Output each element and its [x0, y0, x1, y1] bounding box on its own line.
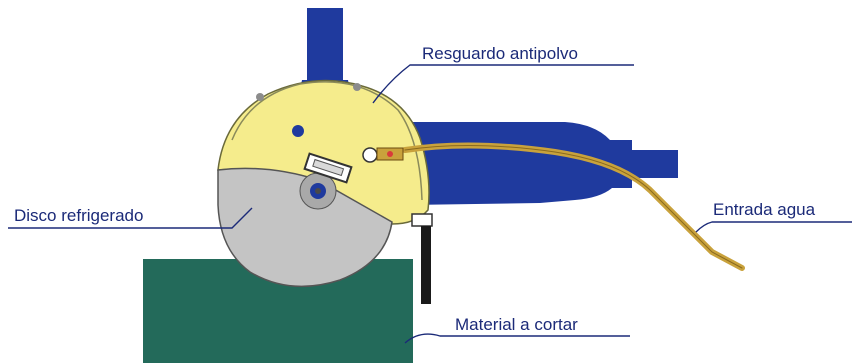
grinder-motor-housing: [405, 122, 678, 205]
water-inlet-fitting: [363, 148, 403, 162]
label-cooled-disc: Disco refrigerado: [14, 206, 143, 225]
guard-rivet: [353, 83, 361, 91]
guard-rivet: [292, 125, 304, 137]
disc-hub-bolt: [315, 188, 321, 194]
label-material: Material a cortar: [455, 315, 578, 334]
label-water-inlet: Entrada agua: [713, 200, 816, 219]
guard-rivet: [256, 93, 264, 101]
grinder-top-handle: [307, 8, 343, 86]
callout-line-water: [696, 222, 852, 232]
label-dust-guard: Resguardo antipolvo: [422, 44, 578, 63]
callout-line-material: [405, 334, 630, 343]
guard-side-strip: [421, 226, 431, 304]
callout-line-dust-guard: [373, 65, 634, 103]
guard-side-clamp: [412, 214, 432, 226]
